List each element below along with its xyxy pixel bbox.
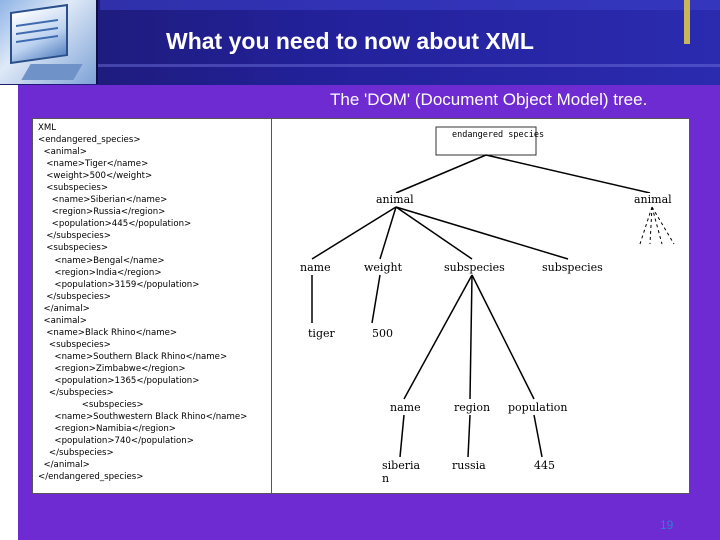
code-line: <subspecies> xyxy=(38,243,109,254)
code-line: <region>Russia</region> xyxy=(38,207,166,218)
code-line: <animal> xyxy=(38,147,87,158)
edge-root-animal2 xyxy=(485,154,651,194)
edge-animal2-dash4 xyxy=(651,206,675,245)
edge-animal2-dash2 xyxy=(649,206,653,245)
code-line: </animal> xyxy=(38,303,90,314)
edge-weight-500 xyxy=(371,274,381,324)
code-line: <name>Bengal</name> xyxy=(38,255,165,266)
code-line: <name>Black Rhino</name> xyxy=(38,327,178,338)
header-accent-bar xyxy=(684,0,690,44)
edge-animal1-subspecies2 xyxy=(395,206,569,260)
code-line: </subspecies> xyxy=(38,448,114,459)
tree-node-region: region xyxy=(454,401,491,414)
code-line: <region>Namibia</region> xyxy=(38,424,177,435)
dom-tree-panel: endangered species animal animal name we… xyxy=(272,118,690,494)
code-line: </endangered_species> xyxy=(38,472,144,483)
tree-node-tiger: tiger xyxy=(308,327,335,340)
edge-animal1-name xyxy=(311,206,397,260)
code-line: <weight>500</weight> xyxy=(38,171,153,182)
code-line: <subspecies> xyxy=(38,400,144,411)
code-line: <endangered_species> xyxy=(38,135,141,146)
tree-node-animal-2: animal xyxy=(634,193,672,206)
code-line: <population>3159</population> xyxy=(38,279,200,290)
tree-node-population-value: 445 xyxy=(534,459,555,472)
edge-subspecies-name xyxy=(403,274,473,400)
tree-node-name-2: name xyxy=(390,401,421,414)
tree-node-subspecies-1: subspecies xyxy=(444,261,505,274)
edge-subspecies-population xyxy=(471,274,535,400)
edge-animal2-dash3 xyxy=(651,206,663,245)
tree-node-subspecies-2: subspecies xyxy=(542,261,603,274)
tree-node-name: name xyxy=(300,261,331,274)
code-line: <region>Zimbabwe</region> xyxy=(38,363,186,374)
name-value-text: siberia n xyxy=(382,459,421,485)
tree-node-animal-1: animal xyxy=(376,193,414,206)
tree-node-name-value: siberia n xyxy=(382,459,426,485)
code-line: <name>Siberian</name> xyxy=(38,195,168,206)
code-line: <animal> xyxy=(38,315,87,326)
code-line: <region>India</region> xyxy=(38,267,162,278)
edge-subspecies-region xyxy=(469,274,473,400)
slide-title: What you need to now about XML xyxy=(166,28,534,54)
keyboard-icon xyxy=(21,64,83,80)
code-line: <subspecies> xyxy=(38,339,111,350)
code-line: <population>1365</population> xyxy=(38,375,200,386)
header-rule xyxy=(0,64,720,67)
tree-node-weight: weight xyxy=(364,261,402,274)
page-number: 19 xyxy=(660,518,674,532)
edge-animal1-subspecies1 xyxy=(395,206,473,260)
code-line: <population>445</population> xyxy=(38,219,192,230)
code-line: </subspecies> xyxy=(38,231,111,242)
computer-logo-icon xyxy=(0,0,98,84)
edge-population-445 xyxy=(533,414,543,458)
code-line: <subspecies> xyxy=(38,183,109,194)
tree-node-region-value: russia xyxy=(452,459,486,472)
root-label: endangered species xyxy=(452,130,545,140)
code-line: <name>Southwestern Black Rhino</name> xyxy=(38,412,248,423)
edge-animal1-weight xyxy=(379,206,397,260)
tree-node-population: population xyxy=(508,401,568,414)
dom-tree-edges xyxy=(311,126,675,458)
code-line: <population>740</population> xyxy=(38,436,194,447)
root-node-box xyxy=(435,126,537,156)
header-stripe xyxy=(100,0,720,10)
edge-animal2-dash1 xyxy=(639,206,653,245)
edge-region-russia xyxy=(467,414,471,458)
tree-node-weight-value: 500 xyxy=(372,327,393,340)
slide-subtitle: The 'DOM' (Document Object Model) tree. xyxy=(330,90,648,109)
code-line: XML xyxy=(38,123,57,133)
code-line: </subspecies> xyxy=(38,388,114,399)
code-line: <name>Tiger</name> xyxy=(38,159,149,170)
xml-code-panel: XML <endangered_species> <animal> <name>T… xyxy=(32,118,272,494)
edge-root-animal1 xyxy=(395,154,487,194)
tree-node-root: endangered species xyxy=(452,130,544,141)
slide-header: What you need to now about XML xyxy=(0,0,720,85)
code-line: </subspecies> xyxy=(38,291,111,302)
code-line: <name>Southern Black Rhino</name> xyxy=(38,351,228,362)
code-line: </animal> xyxy=(38,460,90,471)
slide-footer xyxy=(0,494,720,540)
edge-name-siberian xyxy=(399,414,405,458)
